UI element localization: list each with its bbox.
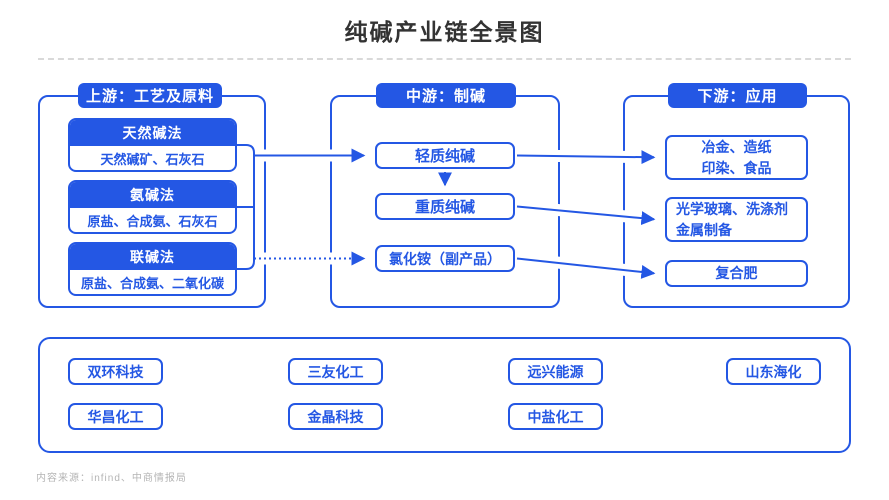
- node-ammonium-chloride: 氯化铵（副产品）: [375, 245, 515, 272]
- company-chip: 山东海化: [726, 358, 821, 385]
- method-materials: 原盐、合成氨、石灰石: [87, 213, 218, 229]
- upstream-group-ammonia-alkali: 氨碱法 原盐、合成氨、石灰石: [68, 180, 237, 234]
- arrow-ammonium-to-fertilizer: [516, 257, 656, 279]
- node-metallurgy-paper-food: 冶金、造纸 印染、食品: [665, 135, 808, 180]
- method-materials: 原盐、合成氨、二氧化碳: [80, 275, 224, 291]
- page-title: 纯碱产业链全景图: [344, 19, 545, 45]
- company-chip: 远兴能源: [508, 358, 603, 385]
- node-heavy-soda-ash: 重质纯碱: [375, 193, 515, 220]
- application-line: 光学玻璃、洗涤剂: [676, 201, 788, 218]
- application-line: 印染、食品: [701, 159, 772, 176]
- node-light-soda-ash: 轻质纯碱: [375, 142, 515, 169]
- arrow-light-soda-to-metallurgy: [516, 150, 656, 165]
- company-chip: 双环科技: [68, 358, 163, 385]
- company-chip: 金晶科技: [288, 403, 383, 430]
- company-chip: 三友化工: [288, 358, 383, 385]
- method-name: 氨碱法: [70, 182, 235, 208]
- company-chip: 中盐化工: [508, 403, 603, 430]
- upstream-methods-bracket: [237, 144, 255, 270]
- upstream-badge: 上游：工艺及原料: [78, 83, 222, 108]
- upstream-group-combined-alkali: 联碱法 原盐、合成氨、二氧化碳: [68, 242, 237, 296]
- method-name: 天然碱法: [70, 120, 235, 146]
- midstream-badge: 中游：制碱: [376, 83, 516, 108]
- application-line: 金属制备: [676, 221, 732, 238]
- companies-container: [38, 337, 851, 453]
- downstream-badge: 下游：应用: [668, 83, 807, 108]
- application-line: 冶金、造纸: [701, 139, 772, 156]
- content-source-note: 内容来源：infind、中商情报局: [36, 473, 187, 484]
- title-separator-dashed-line: [38, 58, 851, 60]
- method-name: 联碱法: [70, 244, 235, 270]
- node-compound-fertilizer: 复合肥: [665, 260, 808, 287]
- upstream-group-natural-alkali: 天然碱法 天然碱矿、石灰石: [68, 118, 237, 172]
- node-glass-detergent-metal: 光学玻璃、洗涤剂 金属制备: [665, 197, 808, 242]
- arrow-heavy-soda-to-glass: [516, 205, 656, 226]
- company-chip: 华昌化工: [68, 403, 163, 430]
- application-line: 复合肥: [715, 265, 758, 282]
- method-materials: 天然碱矿、石灰石: [100, 151, 205, 167]
